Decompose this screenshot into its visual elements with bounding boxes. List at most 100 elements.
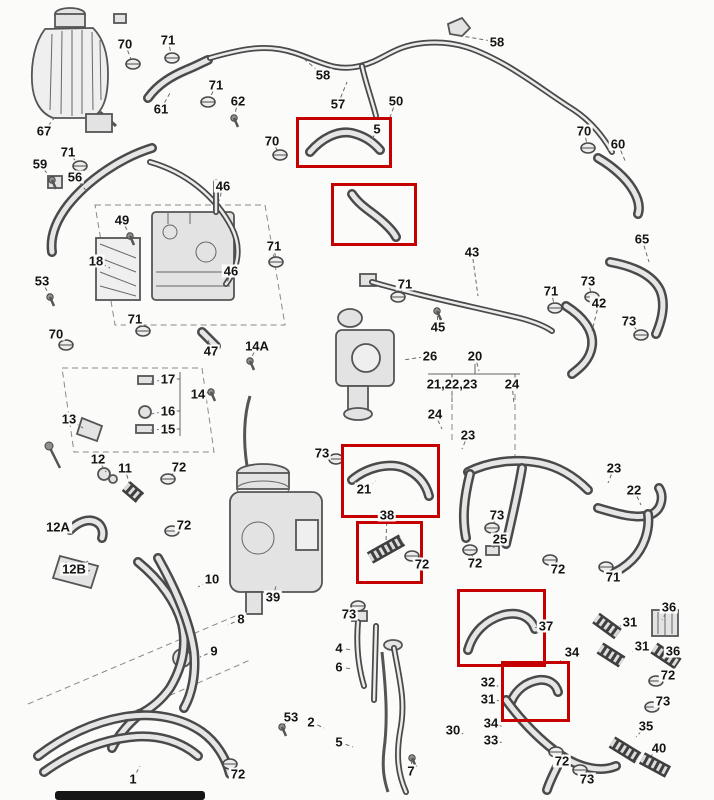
part-label-6[interactable]: 6 <box>333 659 345 675</box>
part-label-73[interactable]: 73 <box>577 771 597 787</box>
part-label-71[interactable]: 71 <box>158 32 178 48</box>
part-label-11[interactable]: 11 <box>116 460 134 476</box>
hose-core <box>67 517 106 541</box>
part-label-7[interactable]: 7 <box>405 763 417 779</box>
part-label-24[interactable]: 24 <box>502 376 522 392</box>
part-label-72[interactable]: 72 <box>169 459 189 475</box>
part-label-21-22-23[interactable]: 21,22,23 <box>424 376 480 392</box>
part-label-71[interactable]: 71 <box>541 283 561 299</box>
part-label-71[interactable]: 71 <box>603 569 623 585</box>
part-label-72[interactable]: 72 <box>228 766 248 782</box>
part-label-36[interactable]: 36 <box>659 599 679 615</box>
part-label-72[interactable]: 72 <box>174 517 194 533</box>
part-label-65[interactable]: 65 <box>632 231 652 247</box>
hoses <box>33 39 682 795</box>
part-label-15[interactable]: 15 <box>158 421 178 437</box>
part-label-72[interactable]: 72 <box>412 556 432 572</box>
part-label-21[interactable]: 21 <box>354 481 374 497</box>
part-label-56[interactable]: 56 <box>65 169 85 185</box>
part-label-5[interactable]: 5 <box>333 734 345 750</box>
part-label-72[interactable]: 72 <box>552 753 572 769</box>
part-label-8[interactable]: 8 <box>235 611 247 627</box>
part-label-23[interactable]: 23 <box>458 427 478 443</box>
part-label-72[interactable]: 72 <box>658 667 678 683</box>
part-label-12A[interactable]: 12A <box>44 519 72 535</box>
part-label-33[interactable]: 33 <box>481 732 501 748</box>
part-label-36[interactable]: 36 <box>663 643 683 659</box>
part-label-59[interactable]: 59 <box>30 156 50 172</box>
part-label-14[interactable]: 14 <box>188 386 208 402</box>
part-label-62[interactable]: 62 <box>228 93 248 109</box>
part-label-9[interactable]: 9 <box>208 643 220 659</box>
hose-core <box>563 303 595 377</box>
part-label-70[interactable]: 70 <box>574 123 594 139</box>
part-label-71[interactable]: 71 <box>125 311 145 327</box>
part-label-40[interactable]: 40 <box>649 740 669 756</box>
part-label-25[interactable]: 25 <box>490 531 510 547</box>
part-label-73[interactable]: 73 <box>312 445 332 461</box>
part-label-73[interactable]: 73 <box>487 507 507 523</box>
hose-core <box>199 329 219 349</box>
part-label-71[interactable]: 71 <box>264 238 284 254</box>
part-label-24[interactable]: 24 <box>425 406 445 422</box>
part-label-70[interactable]: 70 <box>46 326 66 342</box>
part-label-16[interactable]: 16 <box>158 403 178 419</box>
part-label-61[interactable]: 61 <box>151 101 171 117</box>
part-label-57[interactable]: 57 <box>328 96 348 112</box>
part-label-71[interactable]: 71 <box>206 77 226 93</box>
part-label-31[interactable]: 31 <box>620 614 640 630</box>
part-label-23[interactable]: 23 <box>604 460 624 476</box>
part-label-35[interactable]: 35 <box>636 718 656 734</box>
part-label-30[interactable]: 30 <box>443 722 463 738</box>
part-label-72[interactable]: 72 <box>548 561 568 577</box>
part-label-71[interactable]: 71 <box>395 276 415 292</box>
part-label-12[interactable]: 12 <box>88 451 108 467</box>
part-label-73[interactable]: 73 <box>578 273 598 289</box>
part-label-50[interactable]: 50 <box>386 93 406 109</box>
part-label-13[interactable]: 13 <box>59 411 79 427</box>
part-label-73[interactable]: 73 <box>619 313 639 329</box>
part-label-20[interactable]: 20 <box>465 348 485 364</box>
part-label-72[interactable]: 72 <box>465 555 485 571</box>
part-label-31[interactable]: 31 <box>632 638 652 654</box>
part-label-17[interactable]: 17 <box>158 371 178 387</box>
hose-core <box>508 677 561 705</box>
part-label-71[interactable]: 71 <box>58 144 78 160</box>
part-label-45[interactable]: 45 <box>428 319 448 335</box>
part-label-46[interactable]: 46 <box>213 178 233 194</box>
part-label-2[interactable]: 2 <box>305 714 317 730</box>
part-label-26[interactable]: 26 <box>420 348 440 364</box>
part-label-34[interactable]: 34 <box>562 644 582 660</box>
part-label-67[interactable]: 67 <box>34 123 54 139</box>
part-label-18[interactable]: 18 <box>86 253 106 269</box>
part-label-70[interactable]: 70 <box>115 36 135 52</box>
part-label-39[interactable]: 39 <box>263 589 283 605</box>
part-label-60[interactable]: 60 <box>608 136 628 152</box>
part-label-4[interactable]: 4 <box>333 640 345 656</box>
part-label-73[interactable]: 73 <box>653 693 673 709</box>
part-label-12B[interactable]: 12B <box>60 561 88 577</box>
part-label-42[interactable]: 42 <box>589 295 609 311</box>
part-label-22[interactable]: 22 <box>624 482 644 498</box>
part-label-10[interactable]: 10 <box>202 571 222 587</box>
part-label-32[interactable]: 32 <box>478 674 498 690</box>
part-label-53[interactable]: 53 <box>281 709 301 725</box>
leader-line <box>471 251 479 297</box>
part-label-47[interactable]: 47 <box>201 343 221 359</box>
part-label-58[interactable]: 58 <box>313 67 333 83</box>
part-label-43[interactable]: 43 <box>462 244 482 260</box>
part-label-14A[interactable]: 14A <box>243 338 271 354</box>
part-label-31[interactable]: 31 <box>478 691 498 707</box>
hose-core <box>593 614 621 638</box>
part-label-58[interactable]: 58 <box>487 34 507 50</box>
part-label-70[interactable]: 70 <box>262 133 282 149</box>
part-label-5[interactable]: 5 <box>371 121 383 137</box>
part-label-53[interactable]: 53 <box>32 273 52 289</box>
part-label-37[interactable]: 37 <box>536 618 556 634</box>
part-label-73[interactable]: 73 <box>339 606 359 622</box>
part-label-34[interactable]: 34 <box>481 715 501 731</box>
part-label-49[interactable]: 49 <box>112 212 132 228</box>
part-label-46[interactable]: 46 <box>221 263 241 279</box>
part-label-1[interactable]: 1 <box>127 771 139 787</box>
part-label-38[interactable]: 38 <box>377 507 397 523</box>
